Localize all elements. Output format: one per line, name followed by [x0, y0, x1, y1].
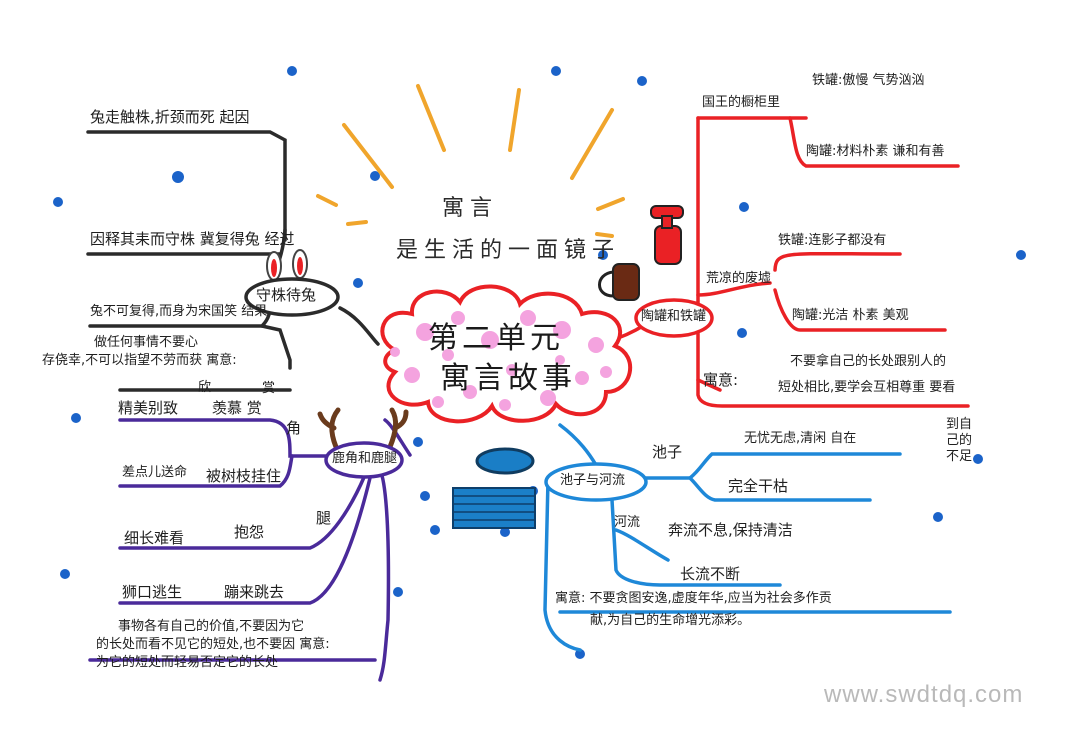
antlers	[317, 407, 409, 450]
watermark: www.swdtdq.com	[824, 681, 1024, 708]
lujiao-item-8: 蹦来跳去	[224, 583, 285, 601]
taoguan-moral-1: 不要拿自己的长处跟别人的	[790, 354, 947, 369]
taoguan-moral-tail-1: 到自	[946, 417, 973, 432]
chizi-label: 池子与河流	[560, 473, 626, 488]
taoguan-later-item-2: 陶罐:光洁 朴素 美观	[792, 308, 909, 323]
title-line2: 是生活的一面镜子	[396, 238, 621, 263]
taoguan-moral-2: 短处相比,要学会互相尊重 要看	[778, 380, 956, 395]
shouzhu-item-3: 兔不可复得,而身为宋国笑 结果	[90, 304, 268, 319]
blue-branch-lines	[543, 423, 952, 652]
taoguan-king: 国王的橱柜里	[702, 95, 781, 110]
chizi-he-item-2: 长流不断	[680, 565, 741, 583]
lujiao-item-7: 狮口逃生	[122, 583, 183, 601]
sun-rays	[316, 84, 625, 238]
rabbit-ears	[266, 249, 308, 281]
chizi-moral-1: 寓意: 不要贪图安逸,虚度年华,应当为社会多作贡	[555, 591, 832, 606]
taoguan-later: 荒凉的废墟	[706, 271, 772, 286]
lujiao-moral-3: 为它的短处而轻易否定它的长处	[96, 655, 279, 670]
lujiao-shang: 赏	[262, 381, 276, 396]
shouzhu-item-2: 因释其耒而守株 冀复得兔 经过	[90, 230, 295, 248]
taoguan-moral-label: 寓意:	[703, 371, 739, 389]
chizi-he-item-1: 奔流不息,保持清洁	[668, 521, 793, 539]
chizi-chi: 池子	[652, 443, 683, 461]
taoguan-king-item-2: 陶罐:材料朴素 谦和有善	[806, 144, 945, 159]
lujiao-moral-1: 事物各有自己的价值,不要因为它	[118, 619, 305, 634]
chizi-moral-2: 献,为自己的生命增光添彩。	[590, 613, 751, 628]
lujiao-item-2: 羡慕 赏	[212, 399, 262, 417]
lujiao-label: 鹿角和鹿腿	[332, 451, 398, 466]
taoguan-later-item-1: 铁罐:连影子都没有	[778, 233, 887, 248]
center-line2: 寓言故事	[440, 361, 576, 396]
lujiao-moral-2: 的长处而看不见它的短处,也不要因 寓意:	[96, 637, 330, 652]
taoguan-king-item-1: 铁罐:傲慢 气势汹汹	[812, 73, 925, 88]
shouzhu-node	[244, 277, 340, 317]
river-icon	[452, 487, 536, 529]
taoguan-moral-tail-2: 己的	[946, 433, 973, 448]
pond-icon	[475, 447, 535, 475]
chizi-node	[544, 462, 648, 502]
center-line1: 第二单元	[428, 321, 564, 356]
chizi-chi-item-2: 完全干枯	[728, 477, 789, 495]
lujiao-fan: 欣	[198, 380, 212, 395]
taoguan-moral-tail-3: 不足	[946, 449, 973, 464]
teapot-stamp	[650, 205, 684, 265]
lujiao-node	[324, 441, 404, 479]
purple-branch-lines	[88, 418, 412, 682]
taoguan-node	[634, 298, 714, 338]
chizi-chi-item-1: 无忧无虑,清闲 自在	[744, 431, 857, 446]
chizi-he: 河流	[614, 515, 641, 530]
center-cloud	[380, 284, 633, 424]
lujiao-item-1: 精美别致	[118, 399, 179, 417]
dark-branch-lines	[86, 130, 380, 392]
shouzhu-moral-1: 做任何事情不要心	[94, 335, 199, 350]
lujiao-tui: 腿	[316, 509, 332, 527]
lujiao-item-6: 抱怨	[234, 523, 265, 541]
shouzhu-item-1: 兔走触株,折颈而死 起因	[90, 108, 250, 126]
decorative-dots	[53, 66, 1026, 659]
taoguan-label: 陶罐和铁罐	[641, 309, 707, 324]
lujiao-item-3: 差点儿送命	[122, 465, 188, 480]
lujiao-item-4: 被树枝挂住	[206, 467, 282, 485]
iron-pot	[598, 263, 640, 301]
lujiao-item-5: 细长难看	[124, 529, 185, 547]
title-line1: 寓言	[442, 196, 499, 221]
lujiao-jiao: 角	[286, 419, 302, 437]
shouzhu-label: 守株待兔	[256, 286, 317, 304]
shouzhu-moral-2: 存侥幸,不可以指望不劳而获 寓意:	[42, 353, 237, 368]
